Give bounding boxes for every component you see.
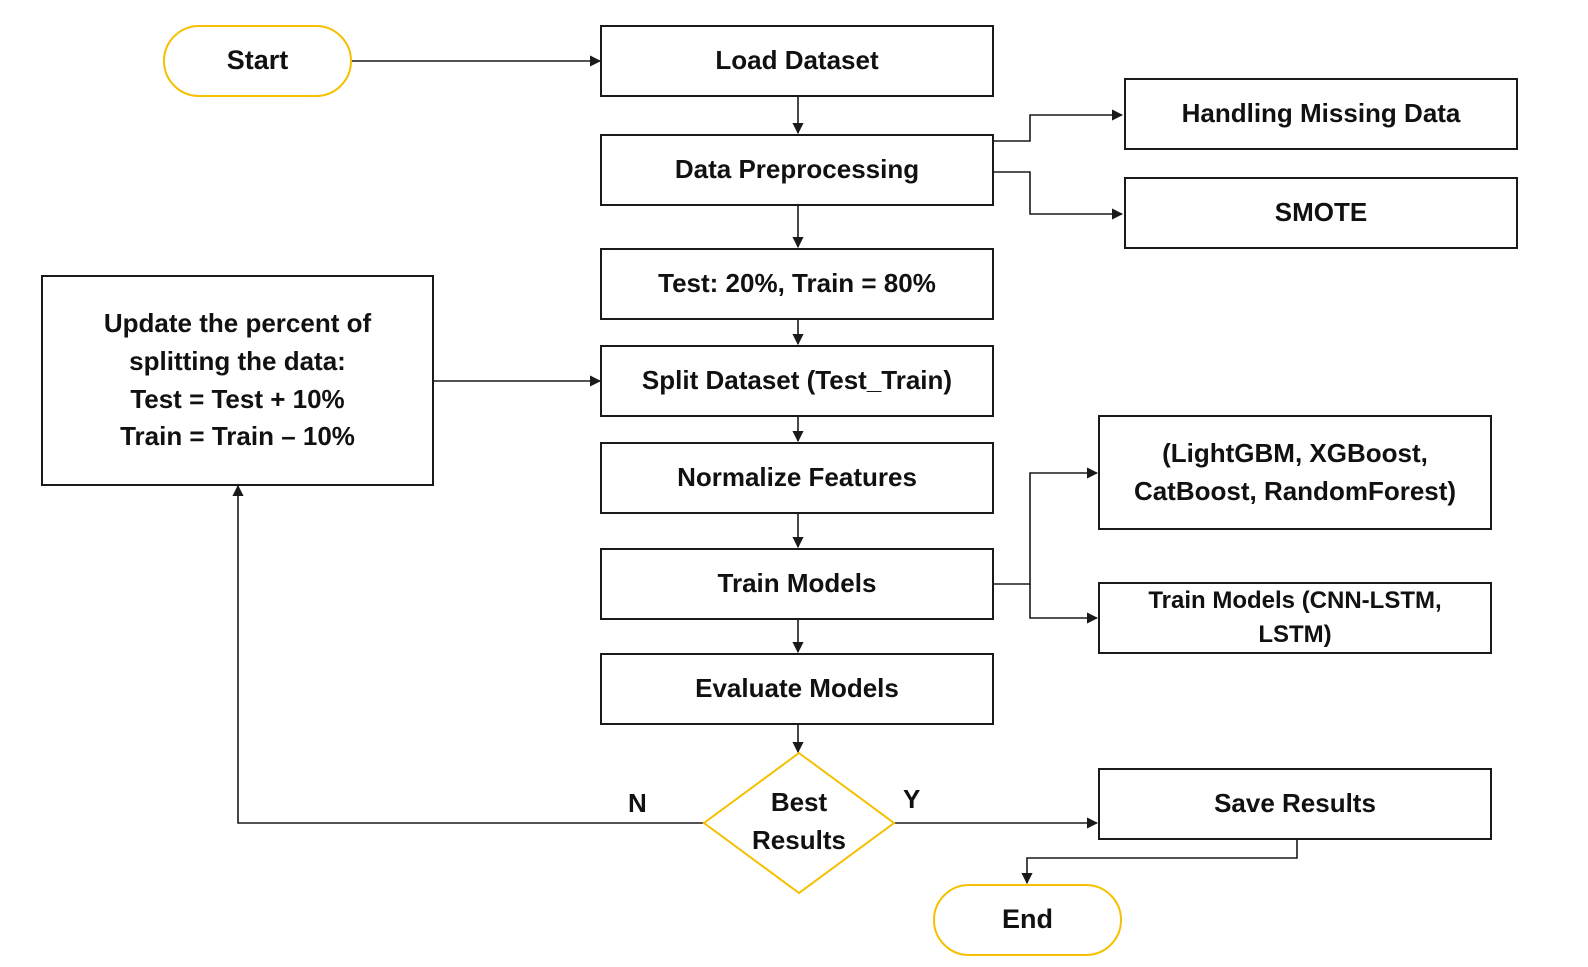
- tree-models-line-2: CatBoost, RandomForest): [1133, 475, 1457, 506]
- decision-line-1: Best: [770, 787, 828, 817]
- train-models-box: Train Models: [600, 548, 994, 620]
- data-preprocessing-label: Data Preprocessing: [674, 154, 920, 185]
- train-models-label: Train Models: [717, 568, 877, 599]
- decision-diamond: [702, 751, 896, 895]
- load-dataset-label: Load Dataset: [715, 45, 879, 76]
- data-preprocessing-box: Data Preprocessing: [600, 134, 994, 206]
- tree-models-box: (LightGBM, XGBoost, CatBoost, RandomFore…: [1098, 415, 1492, 530]
- deep-models-line-1: Train Models (CNN-LSTM,: [1148, 587, 1442, 615]
- branch-no-label: N: [628, 788, 647, 818]
- start-node: Start: [163, 25, 352, 97]
- save-results-label: Save Results: [1214, 788, 1376, 819]
- update-split-line-2: splitting the data:: [129, 345, 346, 376]
- deep-models-line-2: LSTM): [1258, 621, 1332, 648]
- evaluate-models-label: Evaluate Models: [695, 673, 899, 704]
- decision-label: Best Results: [719, 784, 879, 859]
- arrow-train-to-deep: [1029, 584, 1099, 624]
- update-split-line-3: Test = Test + 10%: [130, 383, 345, 414]
- end-label: End: [1002, 904, 1053, 935]
- arrow-decision-no-to-update: [232, 484, 704, 824]
- test-train-ratio-label: Test: 20%, Train = 80%: [658, 268, 936, 299]
- smote-box: SMOTE: [1124, 177, 1518, 249]
- arrow-save-to-end: [1021, 839, 1298, 885]
- split-dataset-box: Split Dataset (Test_Train): [600, 345, 994, 417]
- normalize-features-label: Normalize Features: [677, 462, 917, 493]
- end-node: End: [933, 884, 1122, 956]
- arrow-preprocess-to-missing: [993, 109, 1124, 142]
- evaluate-models-box: Evaluate Models: [600, 653, 994, 725]
- handling-missing-data-label: Handling Missing Data: [1181, 98, 1461, 129]
- test-train-ratio-box: Test: 20%, Train = 80%: [600, 248, 994, 320]
- arrow-preprocess-to-smote: [993, 171, 1124, 220]
- split-dataset-label: Split Dataset (Test_Train): [641, 365, 953, 396]
- update-split-line-4: Train = Train – 10%: [120, 421, 355, 452]
- branch-yes-label: Y: [903, 784, 921, 814]
- deep-models-box: Train Models (CNN-LSTM, LSTM): [1098, 582, 1492, 654]
- handling-missing-data-box: Handling Missing Data: [1124, 78, 1518, 150]
- save-results-box: Save Results: [1098, 768, 1492, 840]
- arrow-train-to-tree: [993, 467, 1099, 585]
- decision-line-2: Results: [752, 824, 846, 855]
- start-label: Start: [226, 45, 289, 76]
- update-split-line-1: Update the percent of: [103, 308, 372, 339]
- load-dataset-box: Load Dataset: [600, 25, 994, 97]
- smote-label: SMOTE: [1274, 197, 1368, 228]
- update-split-box: Update the percent of splitting the data…: [41, 275, 434, 486]
- normalize-features-box: Normalize Features: [600, 442, 994, 514]
- tree-models-line-1: (LightGBM, XGBoost,: [1162, 437, 1428, 468]
